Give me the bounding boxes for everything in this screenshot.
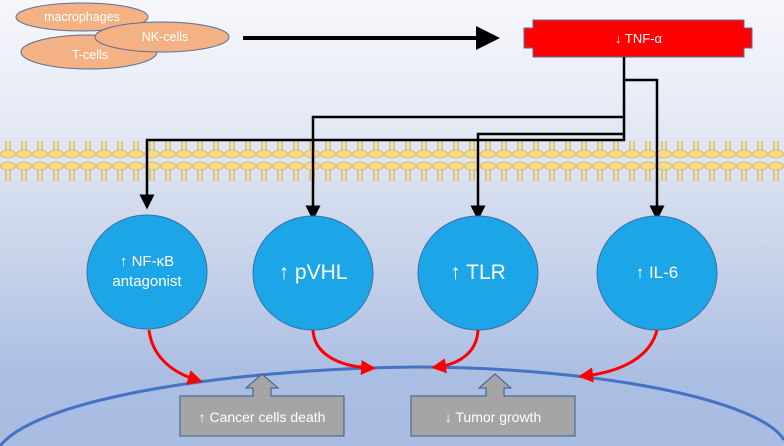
effect-arrow-nfkb xyxy=(147,329,203,385)
receptor-circle-nfkb xyxy=(86,214,208,330)
outcome-box-cancer-death xyxy=(179,373,345,437)
tnf-alpha-label: ↓ TNF-α xyxy=(615,30,662,46)
receptor-label-nfkb-line1: ↑ NF-κB xyxy=(119,253,175,270)
connector-pvhl xyxy=(305,115,624,221)
tnf-alpha-banner xyxy=(523,19,753,58)
outcome-label-tumor-growth: ↓ Tumor growth xyxy=(444,409,542,425)
connector-nfkb xyxy=(139,57,626,210)
receptor-label-tlr: ↑ TLR xyxy=(450,261,506,284)
nk-cells-ellipse xyxy=(94,21,230,53)
connector-tlr xyxy=(470,132,624,221)
outcome-box-tumor-growth xyxy=(410,373,576,437)
macrophages-label: macrophages xyxy=(44,10,120,24)
cell-membrane xyxy=(0,141,784,181)
tumor-cell-outline xyxy=(0,365,784,446)
effect-arrow-pvhl xyxy=(311,329,376,375)
outcome-label-cancer-death: ↑ Cancer cells death xyxy=(198,409,326,425)
receptor-label-nfkb-line2: antagonist xyxy=(112,273,182,290)
effect-arrow-il6 xyxy=(578,329,659,383)
receptor-label-pvhl: ↑ pVHL xyxy=(278,261,348,284)
effect-arrow-tlr xyxy=(431,329,480,374)
connector-il6 xyxy=(624,78,665,221)
t-cells-label: T-cells xyxy=(71,48,109,62)
nk-cells-label: NK-cells xyxy=(141,30,189,44)
receptor-label-nfkb: ↑ NF-κB antagonist xyxy=(92,245,202,299)
macrophages-ellipse xyxy=(15,2,149,32)
receptor-label-il6: ↑ IL-6 xyxy=(635,263,679,282)
